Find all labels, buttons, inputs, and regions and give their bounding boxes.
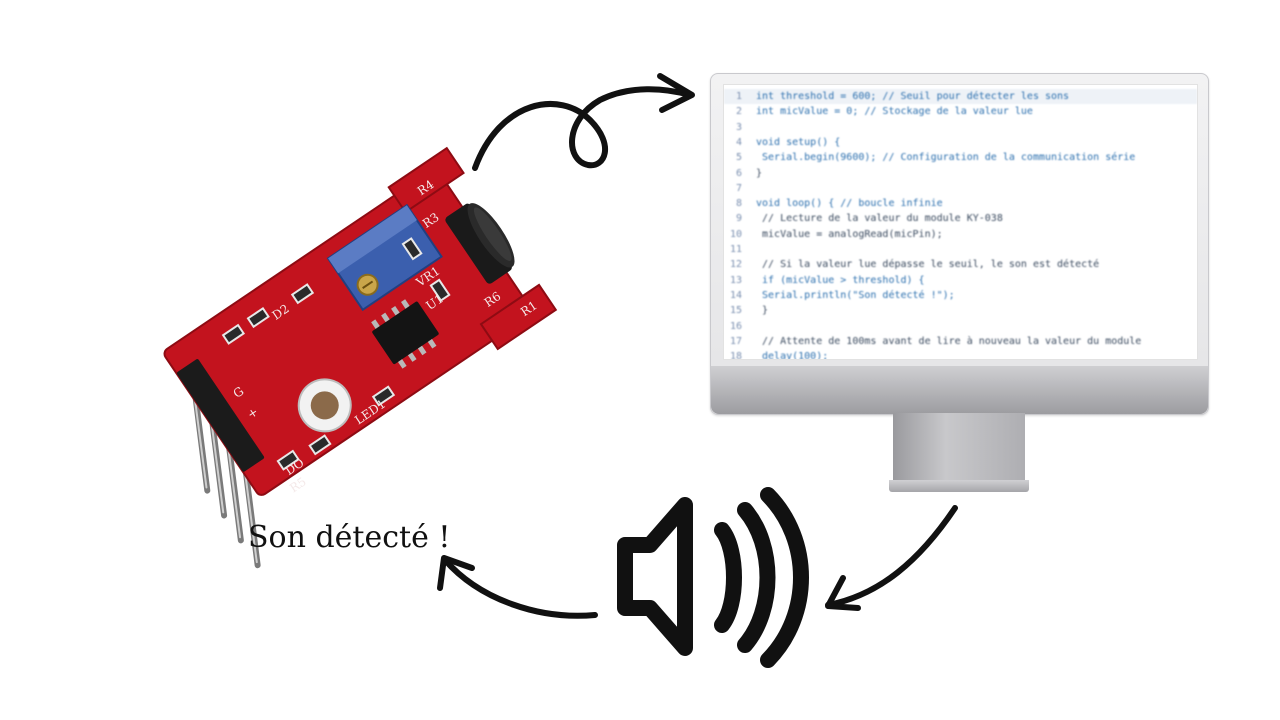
sound-wave-medium [737,502,776,653]
code-line: 8 void loop() { // boucle infinie [724,196,1197,211]
code-text: } [756,305,769,317]
line-number: 1 [735,91,742,102]
code-line: 3 [724,120,1197,135]
line-number: 12 [729,259,742,271]
code-line: 12 // Si la valeur lue dépasse le seuil,… [724,257,1197,272]
line-number: 15 [729,305,742,317]
line-number: 18 [729,351,742,360]
code-line: 4 void setup() { [724,135,1197,150]
code-line: 11 [724,242,1197,257]
line-number: 9 [735,213,742,225]
code-line: 6} [724,166,1197,181]
pin-header [176,359,265,472]
code-editor-screen: 1 int threshold = 600; // Seuil pour déte… [723,84,1198,360]
code-line: 7 [724,181,1197,196]
pcb-tab-bottom [479,283,558,351]
code-text: // Si la valeur lue dépasse le seuil, le… [756,259,1100,271]
line-number: 14 [729,289,742,301]
code-line: 10 micValue = analogRead(micPin); [724,227,1197,242]
caption-sound-detected: Son détecté ! [248,520,451,555]
monitor-chin [711,366,1208,414]
code-text: // Attente de 100ms avant de lire à nouv… [756,335,1142,347]
code-text: if (micValue > threshold) { [756,274,925,286]
arrow-head-speaker [825,575,861,611]
sound-wave-large [760,487,809,668]
code-line: 15 } [724,303,1197,318]
code-line: 17 // Attente de 100ms avant de lire à n… [724,334,1197,349]
line-number: 16 [729,320,742,332]
line-number: 7 [735,182,742,194]
code-text: int micValue = 0; // Stockage de la vale… [756,106,1033,118]
line-number: 2 [735,106,742,118]
arrow-computer-to-speaker [825,505,958,608]
code-text: delay(100); [756,351,829,360]
line-number: 5 [735,152,742,164]
code-text: Serial.begin(9600); // Configuration de … [756,152,1136,164]
line-number: 4 [735,136,742,148]
line-number: 6 [735,167,742,179]
code-line: 13 if (micValue > threshold) { [724,273,1197,288]
code-text: // Lecture de la valeur du module KY-038 [756,213,1003,225]
code-line: 1 int threshold = 600; // Seuil pour déte… [724,89,1197,104]
arrow-head-computer [657,73,695,113]
monitor-stand-foot [889,480,1029,492]
code-text: Serial.println("Son détecté !"); [756,289,955,301]
code-line: 2 int micValue = 0; // Stockage de la val… [724,104,1197,119]
mounting-hole [297,378,352,433]
potentiometer [326,203,443,312]
code-text: void loop() { // boucle infinie [756,198,943,210]
monitor-stand-neck [893,413,1025,481]
sound-sensor-module: R4 R3 R6 R1 VR1 U1 D2 LED1 DO R5 G + [163,146,558,569]
code-line: 18 delay(100); [724,349,1197,360]
line-number: 13 [729,274,742,286]
code-line: 9 // Lecture de la valeur du module KY-0… [724,211,1197,226]
code-text: micValue = analogRead(micPin); [756,228,943,240]
line-number: 8 [735,198,742,210]
computer-monitor: 1 int threshold = 600; // Seuil pour déte… [710,73,1209,415]
code-line: 14 Serial.println("Son détecté !"); [724,288,1197,303]
sound-wave-small [714,522,742,633]
code-line: 5 Serial.begin(9600); // Configuration d… [724,150,1197,165]
arrow-sensor-to-computer [472,86,693,171]
ic-chip-u1 [371,299,439,369]
microphone [445,203,515,284]
smd-components [221,237,451,471]
arrow-head-caption [437,555,475,591]
line-number: 17 [729,335,742,347]
line-number: 11 [729,244,742,255]
code-text: } [756,167,763,179]
speaker-icon [617,487,809,668]
arrow-speaker-to-caption [442,557,598,619]
code-text: void setup() { [756,136,841,148]
pcb-tab-top [387,146,465,214]
line-number: 3 [735,121,742,133]
code-line: 16 [724,319,1197,334]
code-text: int threshold = 600; // Seuil pour détec… [756,91,1070,102]
line-number: 10 [729,228,742,240]
